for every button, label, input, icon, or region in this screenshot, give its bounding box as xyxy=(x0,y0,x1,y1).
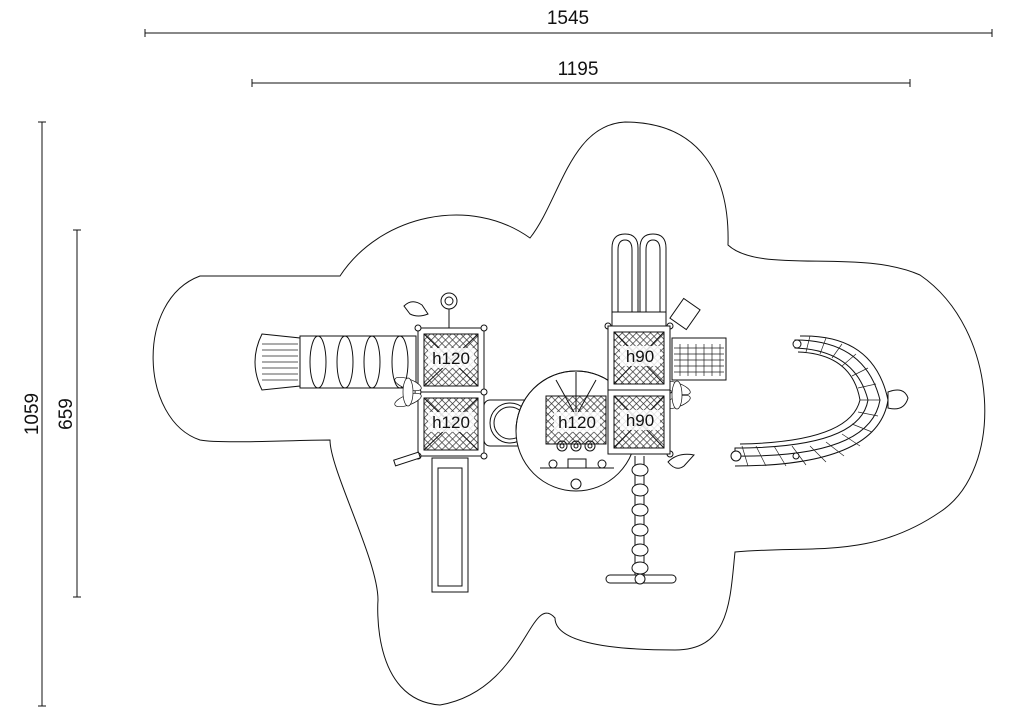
curved-balance-path xyxy=(730,335,909,467)
chain-climber xyxy=(605,456,677,585)
platform-label-p4: h90 xyxy=(626,347,654,366)
platform-label-p5: h90 xyxy=(626,411,654,430)
dimension-structure-width: 1195 xyxy=(251,59,911,87)
step-ladder xyxy=(671,337,727,381)
flower-decoration-left xyxy=(394,376,422,408)
telescope-icon xyxy=(440,292,458,328)
platform-label-p2: h120 xyxy=(432,413,470,432)
sign-panel-icon xyxy=(669,297,701,331)
structure-depth-label: 659 xyxy=(56,398,77,430)
dimension-overall-width: 1545 xyxy=(144,8,993,37)
platform-right-bottom: h90 xyxy=(607,389,671,455)
safety-zone-outline xyxy=(152,121,986,706)
twin-slide xyxy=(611,233,667,327)
straight-slide xyxy=(431,457,469,593)
platform-right-top: h90 xyxy=(607,325,671,391)
platform-label-p1: h120 xyxy=(432,349,470,368)
platform-label-p3: h120 xyxy=(558,413,596,432)
overall-width-label: 1545 xyxy=(547,8,589,29)
dimension-overall-depth: 1059 xyxy=(22,121,46,707)
structure-width-label: 1195 xyxy=(558,59,599,80)
platform-left-bottom: h120 xyxy=(417,391,485,457)
bird-decoration-icon xyxy=(403,301,429,317)
platform-left-top: h120 xyxy=(417,327,485,393)
bird-decoration-bottom-icon xyxy=(667,453,695,469)
handle-bar-icon xyxy=(393,451,421,467)
overall-depth-label: 1059 xyxy=(22,393,43,435)
dimension-structure-depth: 659 xyxy=(56,229,81,598)
tube-slide xyxy=(254,333,417,391)
